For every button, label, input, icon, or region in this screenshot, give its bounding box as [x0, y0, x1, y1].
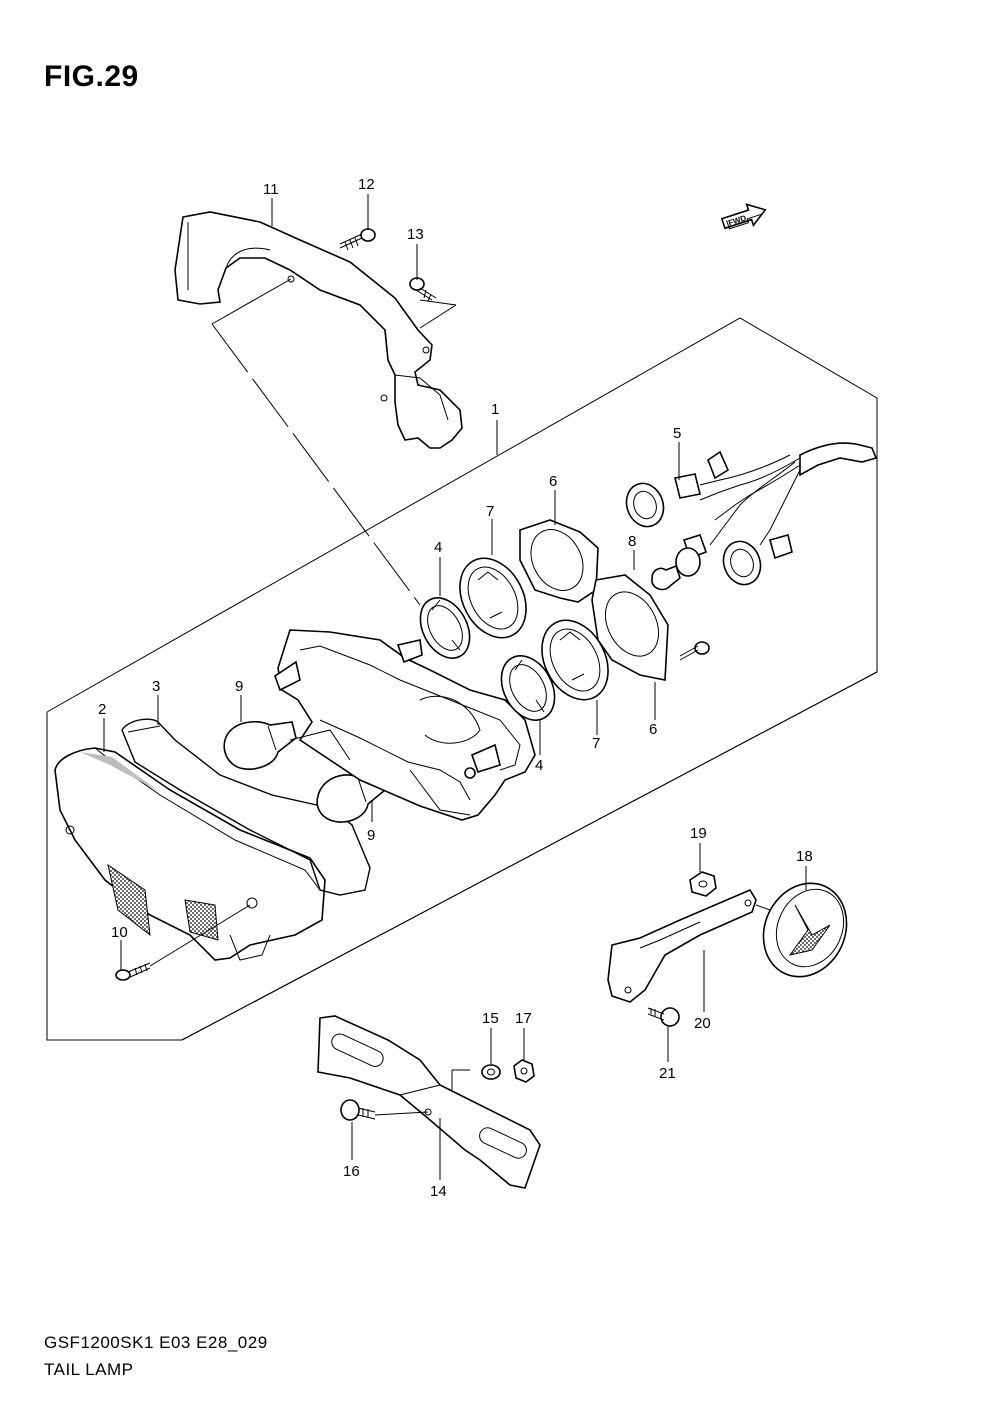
lamp-body	[274, 629, 536, 821]
figure-title: FIG.29	[44, 60, 139, 93]
callout-6-upper: 6	[549, 473, 557, 490]
part-14-license-bracket	[317, 1015, 541, 1189]
part-10-screw	[115, 904, 251, 981]
plate-screw	[679, 641, 710, 661]
assembly-boundary-frame	[46, 317, 878, 1041]
part-7-ring-upper	[459, 557, 527, 639]
part-21-screw	[647, 1007, 680, 1027]
callout-11: 11	[263, 181, 279, 198]
part-9-bulb-upper	[223, 721, 297, 770]
callout-6-lower: 6	[649, 721, 657, 738]
callout-15: 15	[482, 1010, 499, 1027]
callout-20: 20	[694, 1015, 711, 1032]
callout-16: 16	[343, 1163, 360, 1180]
part-11-bracket	[174, 211, 463, 449]
part-8-small-bulb	[651, 564, 681, 591]
part-6-plate-upper	[519, 519, 599, 603]
diagram-name: TAIL LAMP	[44, 1360, 134, 1379]
callout-2: 2	[98, 701, 106, 718]
callout-4-lower: 4	[535, 757, 543, 774]
callout-7-lower: 7	[592, 735, 600, 752]
callout-17: 17	[515, 1010, 532, 1027]
part-3-gasket	[121, 718, 371, 896]
callout-1: 1	[491, 401, 499, 418]
forward-direction-arrow-icon: FWD	[720, 203, 767, 230]
callout-14: 14	[430, 1183, 447, 1200]
screw-13-guide	[419, 299, 457, 306]
part-2-lens	[54, 747, 326, 961]
part-13-screw	[409, 277, 437, 302]
callout-13: 13	[407, 226, 424, 243]
callout-9-upper: 9	[235, 678, 243, 695]
part-4-socket-upper	[419, 597, 471, 659]
callout-leader-lines	[103, 194, 807, 1180]
part-20-reflector-bracket	[607, 888, 771, 1003]
callout-3: 3	[152, 678, 160, 695]
callout-8: 8	[628, 533, 636, 550]
callout-21: 21	[659, 1065, 676, 1082]
part-18-reflector	[762, 882, 848, 978]
part-12-screw	[339, 228, 376, 251]
bracket-guide-line-lower	[211, 323, 421, 606]
bracket-guide-line-upper	[211, 278, 292, 325]
callout-18: 18	[796, 848, 813, 865]
callout-9-lower: 9	[367, 827, 375, 844]
callout-7-upper: 7	[486, 503, 494, 520]
diagram-code: GSF1200SK1 E03 E28_029	[44, 1333, 268, 1352]
callout-labels: 1 2 3 4 4 5 6 6 7 7 8 9 9 10 11 12 13 14…	[98, 176, 813, 1200]
part-15-washer	[481, 1064, 501, 1080]
callout-4-upper: 4	[434, 539, 442, 556]
part-7-ring-lower	[541, 619, 609, 701]
part-9-bulb-lower	[316, 770, 386, 823]
part-16-bolt	[340, 1099, 429, 1121]
callout-19: 19	[690, 825, 707, 842]
callout-5: 5	[673, 425, 681, 442]
part-17-nut	[513, 1059, 535, 1083]
part-6-plate-lower	[591, 574, 669, 681]
part-19-nut	[689, 871, 717, 897]
part-5-wiring-harness	[625, 442, 878, 586]
screw-13-guide-2	[419, 304, 457, 329]
callout-12: 12	[358, 176, 375, 193]
callout-10: 10	[111, 924, 128, 941]
